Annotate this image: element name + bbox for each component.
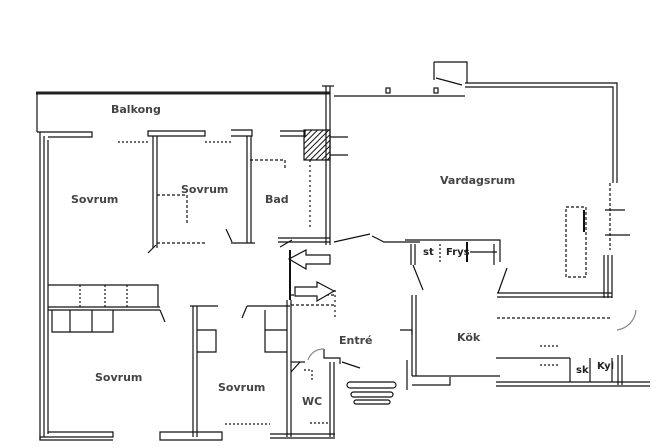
- room-label-entre: Entré: [339, 334, 373, 347]
- wall-central: [322, 85, 334, 245]
- fixture-label-st: st: [423, 247, 434, 258]
- door-swings: [147, 228, 293, 300]
- wall-entre: [290, 290, 361, 437]
- arrow-right-icon: [294, 281, 336, 303]
- room-label-vardagsrum: Vardagsrum: [440, 174, 516, 187]
- wall-bottom: [39, 423, 335, 441]
- arrow-left-icon: [287, 249, 331, 271]
- fixture-label-sk: sk: [576, 365, 589, 376]
- room-label-balkong: Balkong: [111, 103, 161, 116]
- room-label-wc: WC: [302, 395, 323, 408]
- wall-lower-bedrooms: [48, 284, 292, 437]
- outer-wall-left: [39, 132, 49, 440]
- fixture-label-kyl: Kyl: [597, 361, 615, 372]
- wall-top-bedrooms: [37, 129, 306, 143]
- room-label-kok: Kök: [457, 331, 481, 344]
- wall-sovrum-2: [152, 136, 255, 248]
- room-label-sovrum-4: Sovrum: [218, 381, 266, 394]
- room-label-bad: Bad: [265, 193, 289, 206]
- entrance-steps: [346, 381, 397, 405]
- wall-bad: [250, 129, 348, 243]
- room-label-sovrum-2: Sovrum: [181, 183, 229, 196]
- wall-vardagsrum: [333, 61, 630, 298]
- room-label-sovrum-3: Sovrum: [95, 371, 143, 384]
- wall-kok: [400, 239, 650, 390]
- fixture-label-frys: Frys: [446, 247, 470, 258]
- room-label-sovrum-1: Sovrum: [71, 193, 119, 206]
